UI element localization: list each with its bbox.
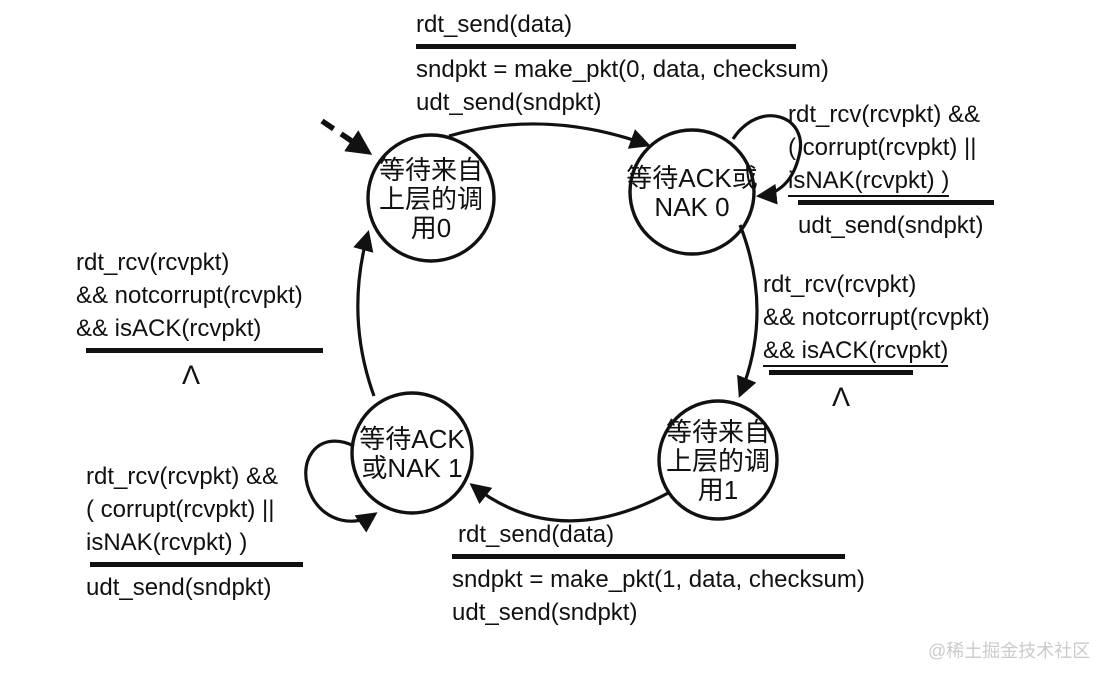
event-action-divider (798, 200, 994, 205)
event-text: isNAK(rcvpkt) ) (788, 164, 994, 197)
state-text-line: 等待来自 (665, 417, 770, 447)
state-circle-wait-call-1 (657, 399, 779, 521)
event-text: rdt_send(data) (416, 11, 573, 38)
transition-label-nak0: rdt_rcv(rcvpkt) && ( corrupt(rcvpkt) || … (788, 98, 994, 242)
state-text-line: NAK 0 (654, 192, 730, 222)
event-text: rdt_rcv(rcvpkt) (76, 249, 230, 276)
event-text: && isACK(rcvpkt) (763, 334, 990, 367)
action-text: udt_send(sndpkt) (416, 89, 602, 116)
state-label-wait-ack-nak-1: 等待ACK 或NAK 1 (342, 425, 482, 483)
state-circle-wait-call-0 (366, 133, 496, 263)
transition-arrow-ack0 (737, 224, 759, 398)
state-text-line: 或NAK 1 (361, 453, 463, 483)
action-text: udt_send(sndpkt) (452, 599, 638, 626)
event-text: rdt_rcv(rcvpkt) (763, 271, 917, 298)
event-action-divider (86, 348, 323, 353)
state-text-line: 上层的调 (378, 184, 483, 214)
action-text: udt_send(sndpkt) (86, 574, 272, 601)
transition-label-ack0: rdt_rcv(rcvpkt) && notcorrupt(rcvpkt) &&… (763, 268, 990, 414)
transition-label-ack1: rdt_rcv(rcvpkt) && notcorrupt(rcvpkt) &&… (76, 246, 323, 392)
event-text: rdt_rcv(rcvpkt) && (86, 463, 279, 490)
lambda-no-action: Λ (831, 382, 851, 412)
self-loop-nak0 (731, 114, 803, 205)
transition-arrow-send1 (469, 483, 671, 523)
state-circle-wait-ack-nak-1 (350, 391, 474, 515)
state-text-line: 上层的调 (665, 446, 770, 476)
event-text: ( corrupt(rcvpkt) || (788, 134, 977, 161)
state-text-line: 等待ACK或 (626, 163, 758, 193)
watermark: @稀土掘金技术社区 (928, 641, 1091, 661)
event-text: rdt_rcv(rcvpkt) && (788, 101, 981, 128)
self-loop-nak1 (304, 439, 378, 533)
event-action-divider (90, 562, 303, 567)
event-text: rdt_send(data) (458, 521, 615, 548)
transition-arrow-ack1 (353, 229, 376, 397)
event-text: && isACK(rcvpkt) (76, 315, 262, 342)
transition-label-send1: rdt_send(data) sndpkt = make_pkt(1, data… (452, 518, 865, 629)
state-label-wait-call-0: 等待来自 上层的调 用0 (361, 156, 501, 243)
event-action-divider (769, 370, 913, 375)
action-text: sndpkt = make_pkt(0, data, checksum) (416, 56, 829, 83)
state-label-wait-call-1: 等待来自 上层的调 用1 (648, 418, 788, 505)
event-text: && notcorrupt(rcvpkt) (76, 282, 303, 309)
transition-label-send0: rdt_send(data) sndpkt = make_pkt(0, data… (416, 8, 829, 119)
state-text-line: 等待来自 (378, 155, 483, 185)
state-label-wait-ack-nak-0: 等待ACK或 NAK 0 (612, 164, 772, 222)
action-text: sndpkt = make_pkt(1, data, checksum) (452, 566, 865, 593)
event-text-underlined: && isACK(rcvpkt) (763, 337, 949, 367)
event-text: ( corrupt(rcvpkt) || (86, 496, 275, 523)
event-action-divider (452, 554, 845, 559)
state-text-line: 等待ACK (359, 424, 465, 454)
state-text-line: 用0 (410, 213, 452, 243)
event-text-underlined: isNAK(rcvpkt) ) (788, 167, 950, 197)
state-text-line: 用1 (697, 475, 739, 505)
event-action-divider (416, 44, 796, 49)
event-text: isNAK(rcvpkt) ) (86, 529, 248, 556)
transition-arrow-send0 (448, 122, 651, 149)
lambda-no-action: Λ (181, 360, 201, 390)
initial-state-arrow (320, 118, 373, 155)
action-text: udt_send(sndpkt) (798, 212, 984, 239)
state-circle-wait-ack-nak-0 (628, 128, 756, 256)
transition-label-nak1: rdt_rcv(rcvpkt) && ( corrupt(rcvpkt) || … (86, 460, 303, 604)
event-text: && notcorrupt(rcvpkt) (763, 304, 990, 331)
